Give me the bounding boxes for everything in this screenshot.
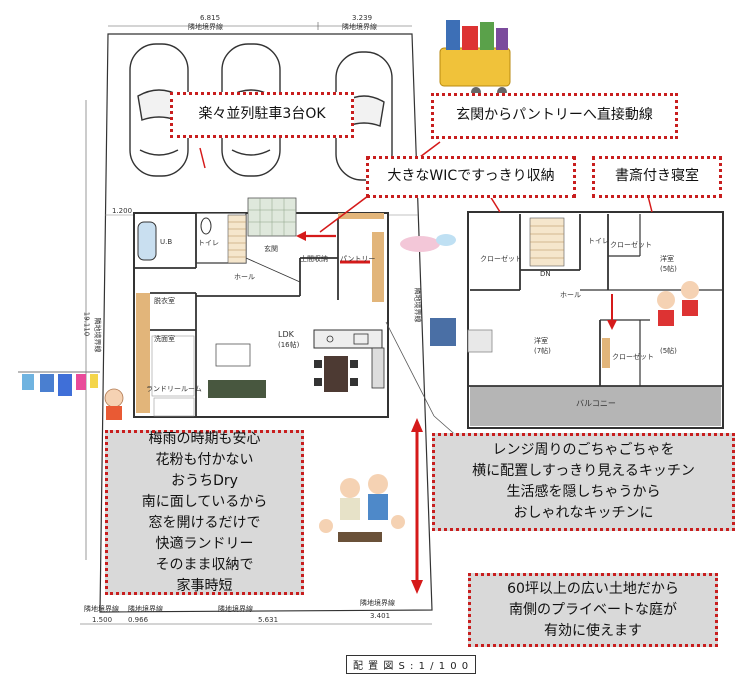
laundry-line: 窓を開けるだけで — [148, 514, 261, 531]
kitchen-line: おしゃれなキッチンに — [513, 505, 654, 521]
callout-laundry: 梅雨の時期も安心 花粉も付かない おうちDry 南に面しているから 窓を開けるだ… — [105, 430, 304, 595]
room-b: 洋室 — [534, 337, 548, 345]
building-icons — [430, 318, 493, 353]
laundry-line: そのまま収納で — [155, 556, 254, 573]
room-toilet-2f: トイレ — [588, 237, 609, 245]
laundry-line: 家事時短 — [176, 577, 233, 594]
callout-kitchen: レンジ周りのごちゃごちゃを 横に配置しすっきり見えるキッチン 生活感を隠しちゃう… — [432, 433, 735, 531]
kitchen-line: レンジ周りのごちゃごちゃを — [492, 442, 675, 458]
left-dim: 19.110 — [82, 311, 91, 337]
label-dn: DN — [540, 270, 551, 278]
room-laundry: ランドリールーム — [146, 385, 202, 393]
callout-study: 書斎付き寝室 — [592, 156, 722, 198]
car-3 — [335, 51, 393, 181]
room-washroom: 脱衣室 — [154, 297, 175, 305]
room-entrance: 玄関 — [264, 245, 278, 253]
laundry-line: おうちDry — [171, 472, 238, 489]
callout-wic: 大きなWICですっきり収納 — [366, 156, 576, 198]
room-bath: U.B — [160, 238, 173, 246]
room-ldk-size: (16帖) — [278, 341, 300, 349]
first-floor-plan — [133, 197, 389, 418]
laundry-line: 南に面しているから — [141, 493, 268, 510]
bottom-boundary-2: 隣地境界線 — [128, 605, 163, 613]
laundry-line: 快適ランドリー — [155, 535, 254, 552]
children-illustration — [657, 281, 699, 326]
bottom-dim-4: 3.401 — [370, 612, 391, 620]
laundry-line: 梅雨の時期も安心 — [148, 430, 261, 447]
laundry-illustration — [18, 371, 124, 420]
callout-pantry-route: 玄関からパントリーへ直接動線 — [431, 93, 678, 139]
top-boundary-1: 隣地境界線 — [188, 23, 223, 31]
room-a-size: (5帖) — [660, 265, 677, 273]
bottom-dim-2: 0.966 — [128, 616, 149, 624]
garden-line: 南側のプライベートな庭が — [509, 601, 677, 618]
garden-arrow — [411, 418, 423, 594]
top-dim-2: 3.239 — [352, 14, 373, 22]
top-dim-1: 6.815 — [200, 14, 221, 22]
kitchen-line: 横に配置しすっきり見えるキッチン — [472, 463, 695, 479]
family-illustration — [319, 474, 405, 542]
bottom-dim-1: 1.500 — [92, 616, 113, 624]
room-a: 洋室 — [660, 255, 674, 263]
bottom-boundary-3: 隣地境界線 — [218, 605, 253, 613]
scale-label: 配 置 図 S : 1 / 1 0 0 — [346, 655, 477, 674]
callout-parking: 楽々並列駐車3台OK — [170, 92, 354, 138]
top-boundary-2: 隣地境界線 — [342, 23, 377, 31]
room-hall-2f: ホール — [560, 291, 581, 299]
left-boundary: 隣地境界線 — [93, 317, 102, 353]
bottom-boundary-4: 隣地境界線 — [360, 599, 395, 607]
garden-line: 60坪以上の広い土地だから — [507, 580, 679, 597]
room-ldk: LDK — [278, 330, 294, 339]
room-balcony: バルコニー — [576, 399, 616, 408]
inner-dim: 1.200 — [112, 207, 133, 215]
bottom-dim-3: 5.631 — [258, 616, 279, 624]
room-c-size: (5帖) — [660, 347, 677, 355]
kitchen-line: 生活感を隠しちゃうから — [506, 484, 661, 500]
room-hall-1f: ホール — [234, 273, 255, 281]
callout-garden: 60坪以上の広い土地だから 南側のプライベートな庭が 有効に使えます — [468, 573, 718, 647]
room-closet-b: クローゼット — [610, 241, 652, 249]
room-pantry: パントリー — [340, 255, 376, 263]
room-closet-c: クローゼット — [612, 353, 654, 361]
room-closet-a: クローゼット — [480, 255, 522, 263]
room-toilet: トイレ — [198, 239, 219, 247]
cake-illustration — [400, 234, 456, 252]
room-vanity: 洗面室 — [154, 335, 175, 343]
second-floor-plan — [467, 195, 724, 429]
laundry-line: 花粉も付かない — [155, 451, 254, 468]
bottom-boundary-1: 隣地境界線 — [84, 605, 119, 613]
basket-illustration — [439, 20, 511, 97]
room-doma: 土間収納 — [300, 255, 328, 263]
garden-line: 有効に使えます — [544, 622, 642, 639]
room-b-size: (7帖) — [534, 347, 551, 355]
right-boundary: 隣地境界線 — [413, 287, 422, 323]
